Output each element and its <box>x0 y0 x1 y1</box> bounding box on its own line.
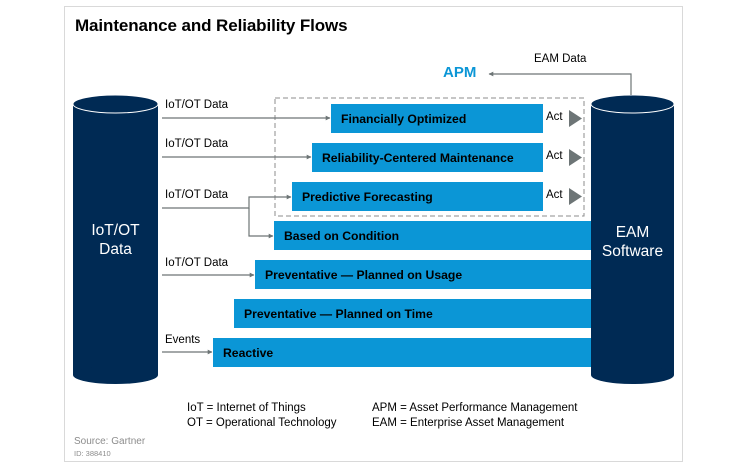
flow-bar-financially-optimized: Financially Optimized <box>331 104 543 133</box>
act-label-reliability: Act <box>546 150 563 162</box>
iot-ot-label-line2: Data <box>99 241 132 258</box>
act-arrow-financial <box>569 110 582 127</box>
iot-ot-data-label: IoT/OT Data <box>73 221 158 259</box>
eam-label-line1: EAM <box>615 224 650 241</box>
legend-apm: APM = Asset Performance Management <box>372 402 578 414</box>
legend-left: IoT = Internet of Things OT = Operationa… <box>187 401 337 431</box>
apm-label: APM <box>443 64 477 81</box>
flow-bar-planned-on-usage: Preventative — Planned on Usage <box>255 260 591 289</box>
legend-eam: EAM = Enterprise Asset Management <box>372 417 565 429</box>
act-arrow-reliability <box>569 149 582 166</box>
flow-bar-reactive: Reactive <box>213 338 591 367</box>
input-label-financial: IoT/OT Data <box>165 99 229 111</box>
flow-bar-planned-on-time: Preventative — Planned on Time <box>234 299 591 328</box>
eam-software-label: EAM Software <box>591 223 674 261</box>
arrow-condition-branch <box>248 208 274 239</box>
act-label-financial: Act <box>546 111 563 123</box>
input-label-reactive: Events <box>165 334 201 346</box>
iot-ot-label-line1: IoT/OT <box>91 222 140 239</box>
input-label-usage: IoT/OT Data <box>165 257 229 269</box>
iot-ot-data-cylinder <box>72 94 159 384</box>
figure-title: Maintenance and Reliability Flows <box>75 16 348 35</box>
figure-id: ID: 388410 <box>74 449 111 458</box>
flow-bar-based-on-condition: Based on Condition <box>274 221 591 250</box>
input-label-predictive: IoT/OT Data <box>165 189 229 201</box>
eam-data-connector <box>488 71 632 95</box>
input-label-reliability: IoT/OT Data <box>165 138 229 150</box>
arrow-predictive-branch <box>162 194 292 209</box>
act-label-predictive: Act <box>546 189 563 201</box>
eam-software-cylinder <box>590 94 675 384</box>
legend-ot: OT = Operational Technology <box>187 417 337 429</box>
legend-right: APM = Asset Performance Management EAM =… <box>372 401 578 431</box>
act-arrow-predictive <box>569 188 582 205</box>
figure-frame <box>64 6 683 462</box>
eam-label-line2: Software <box>601 243 664 260</box>
source-note: Source: Gartner <box>74 436 146 447</box>
legend-iot: IoT = Internet of Things <box>187 402 306 414</box>
flow-bar-predictive-forecasting: Predictive Forecasting <box>292 182 543 211</box>
eam-data-label: EAM Data <box>534 53 587 65</box>
flow-bar-reliability-centered: Reliability-Centered Maintenance <box>312 143 543 172</box>
